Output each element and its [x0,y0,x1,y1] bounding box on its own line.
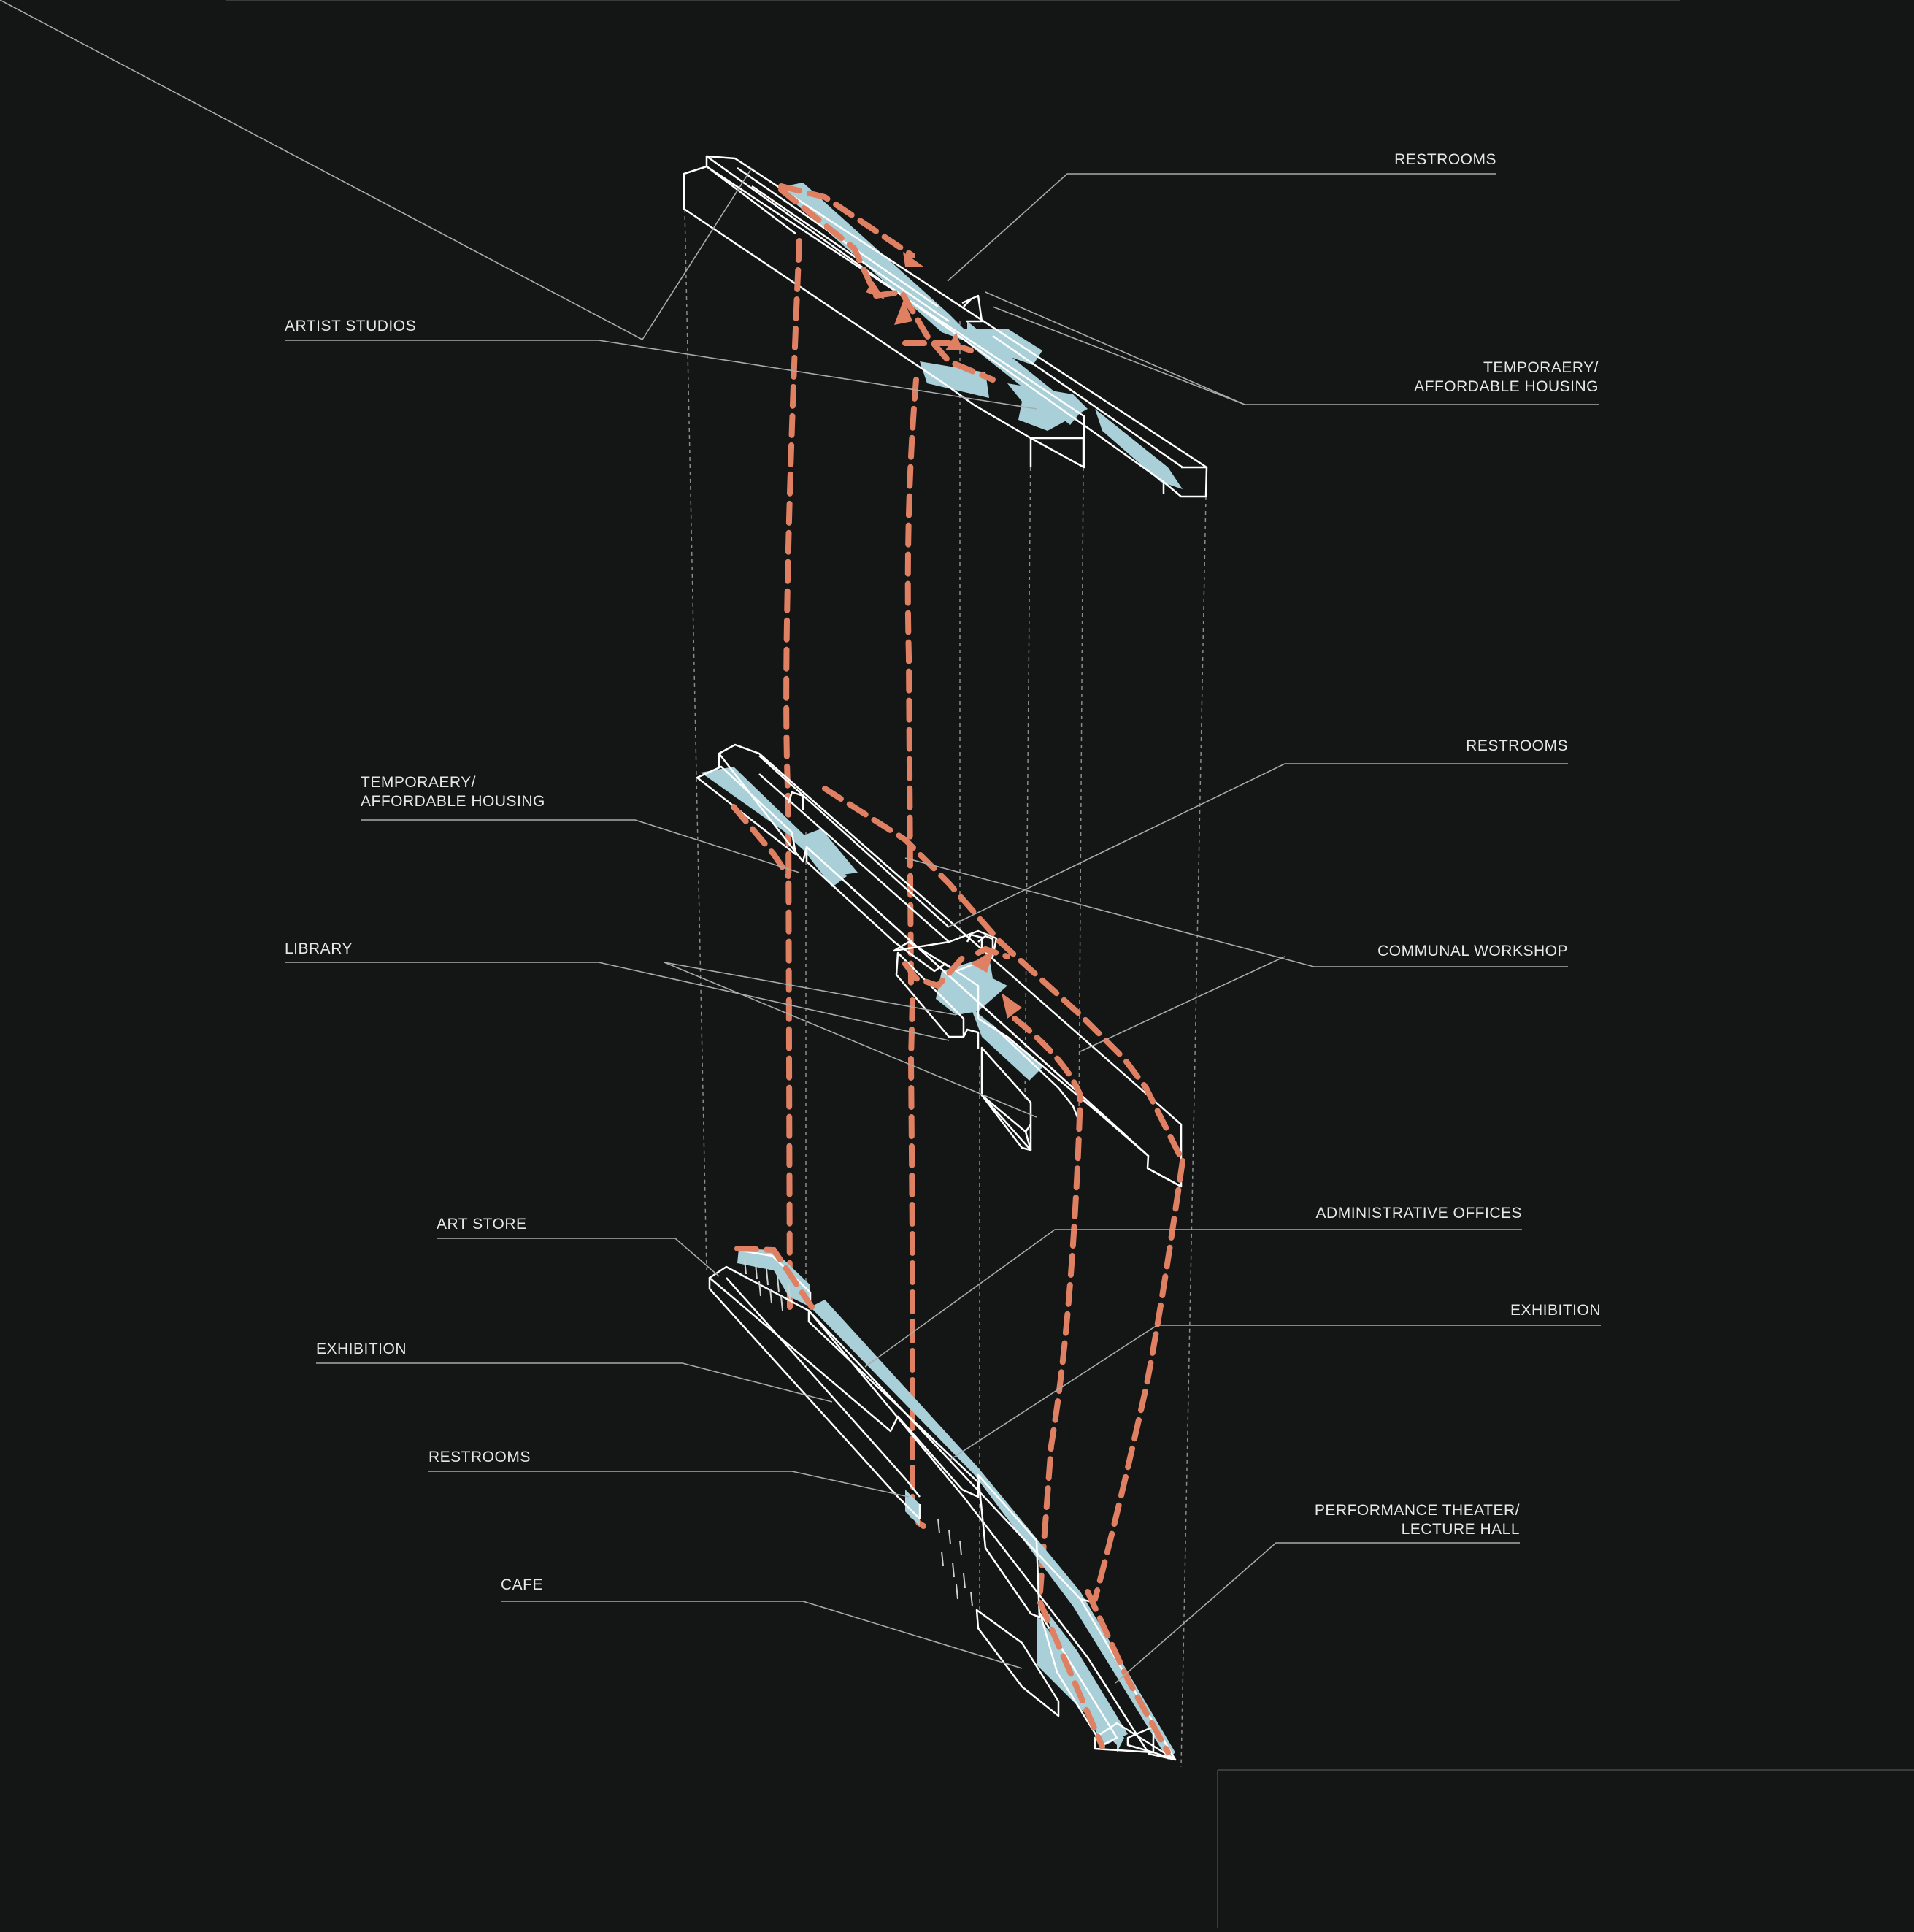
label-theater-line2: LECTURE HALL [1401,1521,1520,1538]
level-1-outline [708,1249,1177,1761]
label-theater-line1: PERFORMANCE THEATER/ [1314,1502,1520,1519]
label-exhibition-left: EXHIBITION [316,1341,407,1357]
level-3-fill [777,183,1183,489]
label-art-store: ART STORE [437,1216,527,1233]
level-1-seating [744,1259,973,1607]
label-exhibition-right: EXHIBITION [1510,1302,1601,1319]
label-communal-workshop: COMMUNAL WORKSHOP [1377,943,1568,959]
leader-lines [0,0,1601,1684]
level-3-plan [683,155,1208,1310]
projection-lines [684,208,1207,1768]
level-3-arrows [866,252,962,350]
label-library: LIBRARY [285,940,353,957]
label-artist-studios: ARTIST STUDIOS [285,318,417,334]
level-2-arrows [971,949,1022,1019]
level-1-fill [737,1249,1175,1760]
label-administrative-offices: ADMINISTRATIVE OFFICES [1315,1205,1522,1222]
label-restrooms-mid: RESTROOMS [1466,737,1568,754]
level-3-circulation [778,183,996,1310]
label-housing-mid: TEMPORAERY/ AFFORDABLE HOUSING [361,773,545,811]
label-restrooms-bottom: RESTROOMS [428,1449,531,1465]
level-1-plan [708,1246,1177,1761]
level-2-fill [701,767,1044,1081]
label-performance-theater: PERFORMANCE THEATER/ LECTURE HALL [1228,1501,1520,1539]
label-housing-mid-line1: TEMPORAERY/ [361,774,476,791]
level-3-outline [683,155,1208,498]
frame-lines [226,0,1914,1928]
label-housing-top-line2: AFFORDABLE HOUSING [1414,378,1599,395]
label-housing-top: TEMPORAERY/ AFFORDABLE HOUSING [1314,359,1599,396]
level-2-circulation [731,786,1185,1602]
label-housing-top-line1: TEMPORAERY/ [1483,359,1599,376]
level-2-plan [696,743,1185,1602]
label-restrooms-top: RESTROOMS [1394,151,1496,168]
label-cafe: CAFE [501,1576,544,1593]
level-1-circulation [734,1246,1171,1755]
label-housing-mid-line2: AFFORDABLE HOUSING [361,793,545,810]
level-2-outline [696,743,1183,1188]
